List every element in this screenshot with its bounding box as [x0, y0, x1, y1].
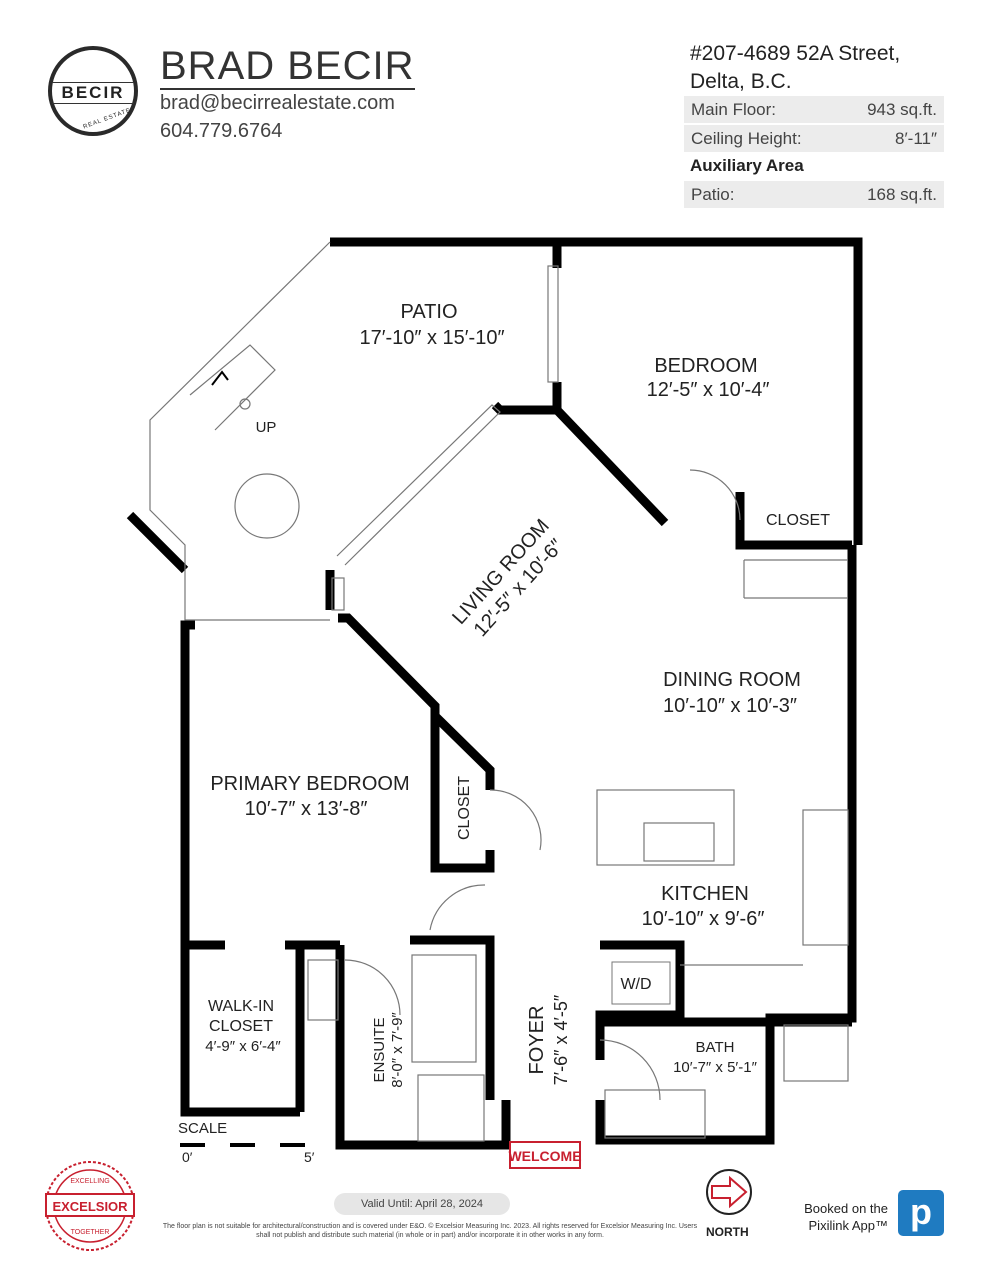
- bath-label: BATH: [696, 1039, 735, 1056]
- primary-closet-label: CLOSET: [456, 776, 473, 840]
- dining-room-label: DINING ROOM: [663, 669, 801, 691]
- scale-label: SCALE: [178, 1120, 227, 1137]
- dining-room-dims: 10′-10″ x 10′-3″: [663, 695, 797, 717]
- agent-phone[interactable]: 604.779.6764: [160, 120, 283, 142]
- svg-text:TOGETHER: TOGETHER: [71, 1229, 110, 1236]
- ensuite-dims: 8′-0″ x 7′-9″: [389, 1012, 406, 1088]
- scale-min: 0′: [182, 1149, 193, 1165]
- up-label: UP: [256, 419, 277, 436]
- foyer-label: FOYER: [526, 1006, 548, 1075]
- bath-dims: 10′-7″ x 5′-1″: [673, 1059, 757, 1076]
- becir-logo: BECIR REAL ESTATE: [48, 46, 138, 136]
- north-arrow-icon: [706, 1169, 752, 1215]
- primary-bedroom-dims: 10′-7″ x 13′-8″: [245, 798, 368, 820]
- main-floor-row: Main Floor:943 sq.ft.: [684, 96, 944, 123]
- walk-in-label-1: WALK-IN: [208, 998, 274, 1015]
- washer-dryer-label: W/D: [620, 976, 651, 993]
- walls: [126, 237, 863, 1150]
- svg-text:WELCOME: WELCOME: [508, 1148, 581, 1164]
- svg-text:EXCELSIOR: EXCELSIOR: [52, 1199, 128, 1214]
- walk-in-dims: 4′-9″ x 6′-4″: [205, 1038, 281, 1055]
- foyer-dims: 7′-6″ x 4′-5″: [551, 994, 571, 1085]
- up-arrow-icon: [211, 370, 229, 386]
- patio-row: Patio:168 sq.ft.: [684, 181, 944, 208]
- auxiliary-heading: Auxiliary Area: [690, 156, 804, 175]
- kitchen-label: KITCHEN: [661, 883, 749, 905]
- thin-lines: [149, 241, 849, 1142]
- agent-email[interactable]: brad@becirrealestate.com: [160, 92, 395, 114]
- ceiling-height-row: Ceiling Height:8′-11″: [684, 125, 944, 152]
- patio-label: PATIO: [400, 301, 457, 323]
- ensuite-label: ENSUITE: [371, 1017, 388, 1082]
- svg-text:EXCELLING: EXCELLING: [70, 1178, 109, 1185]
- pixilink-app-icon[interactable]: p: [898, 1190, 944, 1236]
- pixilink-text[interactable]: Booked on the Pixilink App™: [804, 1201, 888, 1233]
- patio-dims: 17′-10″ x 15′-10″: [359, 327, 504, 349]
- valid-until: Valid Until: April 28, 2024: [334, 1193, 510, 1215]
- bedroom-dims: 12′-5″ x 10′-4″: [647, 379, 770, 401]
- primary-bedroom-label: PRIMARY BEDROOM: [210, 773, 409, 795]
- excelsior-badge: EXCELSIOR EXCELLING TOGETHER: [45, 1161, 135, 1251]
- disclaimer: The floor plan is not suitable for archi…: [162, 1223, 698, 1239]
- north-label: NORTH: [706, 1225, 749, 1239]
- bedroom-label: BEDROOM: [654, 355, 757, 377]
- bedroom-closet-label: CLOSET: [766, 512, 830, 529]
- welcome-mat: [509, 1141, 581, 1169]
- walk-in-label-2: CLOSET: [209, 1018, 273, 1035]
- agent-name: BRAD BECIR: [160, 44, 415, 90]
- property-address: #207-4689 52A Street, Delta, B.C.: [690, 42, 901, 93]
- kitchen-dims: 10′-10″ x 9′-6″: [642, 908, 765, 930]
- scale-max: 5′: [304, 1149, 315, 1165]
